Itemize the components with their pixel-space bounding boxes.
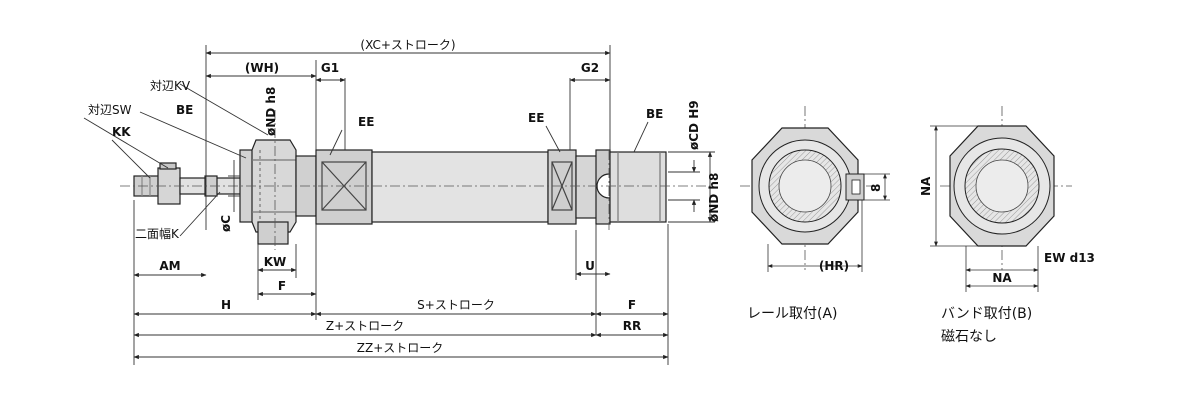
label-g1: G1 — [321, 61, 339, 75]
label-kk: KK — [112, 125, 131, 139]
caption-no-magnet: 磁石なし — [941, 329, 997, 345]
label-cd-h9: øCD H9 — [687, 100, 701, 150]
label-taihen-kv: 対辺KV — [150, 79, 191, 93]
label-eight: 8 — [869, 184, 883, 192]
head-cover-left — [315, 149, 373, 225]
caption-rail-mount: レール取付(A) — [747, 306, 838, 322]
caption-band-mount: バンド取付(B) — [941, 306, 1032, 322]
label-na-bottom: NA — [992, 271, 1012, 285]
label-zz-stroke: ZZ+ストローク — [357, 341, 444, 355]
label-am: AM — [159, 259, 180, 273]
band-mount-end-view: NA NA EW d13 — [919, 106, 1095, 292]
label-xc: (XC+ストローク) — [360, 38, 455, 52]
rear-boss — [609, 151, 667, 223]
rail-mount-end-view: 8 (HR) — [740, 106, 890, 273]
label-be-left: BE — [176, 103, 193, 117]
label-wh: (WH) — [245, 61, 279, 75]
label-nd-h8-top: øND h8 — [264, 87, 278, 136]
label-f-right: F — [628, 298, 636, 312]
label-ew-d13: EW d13 — [1044, 251, 1095, 265]
label-hr: (HR) — [819, 259, 849, 273]
label-ee-left: EE — [358, 115, 374, 129]
label-na-left: NA — [919, 176, 933, 196]
label-nd-h8-right: øND h8 — [707, 173, 721, 222]
label-h: H — [221, 298, 231, 312]
dimension-lines — [83, 45, 715, 365]
label-nimenhaba-k: 二面幅K — [135, 226, 180, 241]
label-rr: RR — [623, 319, 641, 333]
label-f-left: F — [278, 279, 286, 293]
label-ee-right: EE — [528, 111, 544, 125]
center-lines — [120, 110, 710, 250]
label-s-stroke: S+ストローク — [417, 298, 495, 312]
label-kw: KW — [264, 255, 287, 269]
label-z-stroke: Z+ストローク — [326, 319, 404, 333]
cylinder-barrel — [371, 151, 549, 223]
label-taihen-sw: 対辺SW — [88, 103, 132, 117]
label-u: U — [585, 259, 595, 273]
label-be-right: BE — [646, 107, 663, 121]
cylinder-side-view — [133, 139, 667, 245]
label-c: øC — [219, 215, 233, 232]
label-g2: G2 — [581, 61, 599, 75]
dimension-labels: (XC+ストローク) (WH) G1 G2 対辺KV 対辺SW BE KK øN… — [88, 38, 721, 355]
captions: レール取付(A) バンド取付(B) 磁石なし — [747, 306, 1032, 345]
